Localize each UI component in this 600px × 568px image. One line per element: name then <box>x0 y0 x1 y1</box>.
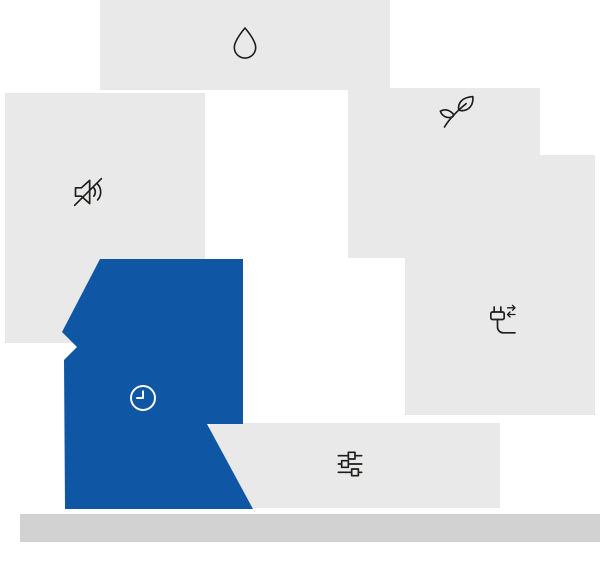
water-drop-icon <box>226 24 264 62</box>
tile-settings[interactable] <box>210 423 500 508</box>
eco-leaves-icon <box>437 92 477 132</box>
sliders-icon <box>330 444 370 484</box>
clock-icon <box>125 380 161 416</box>
volume-mute-icon <box>68 172 108 212</box>
tile-time[interactable] <box>62 259 253 509</box>
plug-swap-icon <box>480 302 520 342</box>
tile-plug[interactable] <box>405 155 595 415</box>
tile-water[interactable] <box>100 0 390 90</box>
bottom-shelf-bar <box>20 514 600 542</box>
